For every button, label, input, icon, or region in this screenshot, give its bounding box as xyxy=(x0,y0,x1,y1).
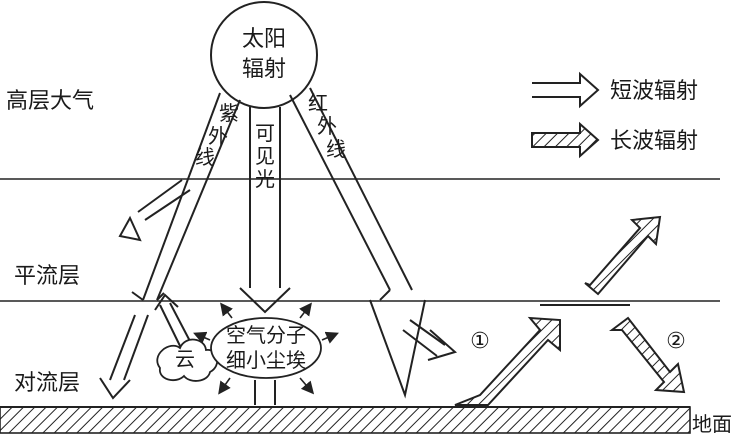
label-upper-atmosphere: 高层大气 xyxy=(6,89,94,114)
ir-char-2: 外 xyxy=(317,114,337,138)
reflect-left-arrow xyxy=(120,180,190,240)
atmos-upward-arrow xyxy=(585,217,660,294)
marker-two: ② xyxy=(666,329,686,354)
legend: 短波辐射 长波辐射 xyxy=(532,74,698,156)
label-ground: 地面 xyxy=(692,412,732,436)
label-stratosphere: 平流层 xyxy=(14,264,80,289)
sun-label-2: 辐射 xyxy=(242,57,286,82)
label-troposphere: 对流层 xyxy=(14,371,80,396)
legend-short-label: 短波辐射 xyxy=(610,79,698,104)
legend-long-icon xyxy=(532,124,598,156)
cloud-label: 云 xyxy=(175,347,195,371)
particles: 空气分子 细小尘埃 xyxy=(211,318,321,378)
legend-long-label: 长波辐射 xyxy=(610,129,698,154)
ir-scatter-arrow xyxy=(403,320,455,360)
legend-short-icon xyxy=(532,74,598,106)
uv-char-1: 紫 xyxy=(219,101,239,125)
ir-char-1: 红 xyxy=(308,91,328,115)
ground-strip xyxy=(0,407,690,433)
marker-one: ① xyxy=(470,329,490,354)
sun-label-1: 太阳 xyxy=(242,27,286,52)
visible-char-2: 见 xyxy=(255,144,275,168)
sun: 太阳 辐射 xyxy=(211,2,317,108)
uv-char-3: 线 xyxy=(195,145,215,169)
visible-char-3: 光 xyxy=(255,167,275,191)
particles-label-2: 细小尘埃 xyxy=(226,348,306,372)
visible-char-1: 可 xyxy=(255,121,275,145)
ir-char-3: 线 xyxy=(326,137,346,161)
uv-lower xyxy=(100,315,148,398)
particles-label-1: 空气分子 xyxy=(226,323,306,347)
cloud: 云 xyxy=(157,340,217,381)
